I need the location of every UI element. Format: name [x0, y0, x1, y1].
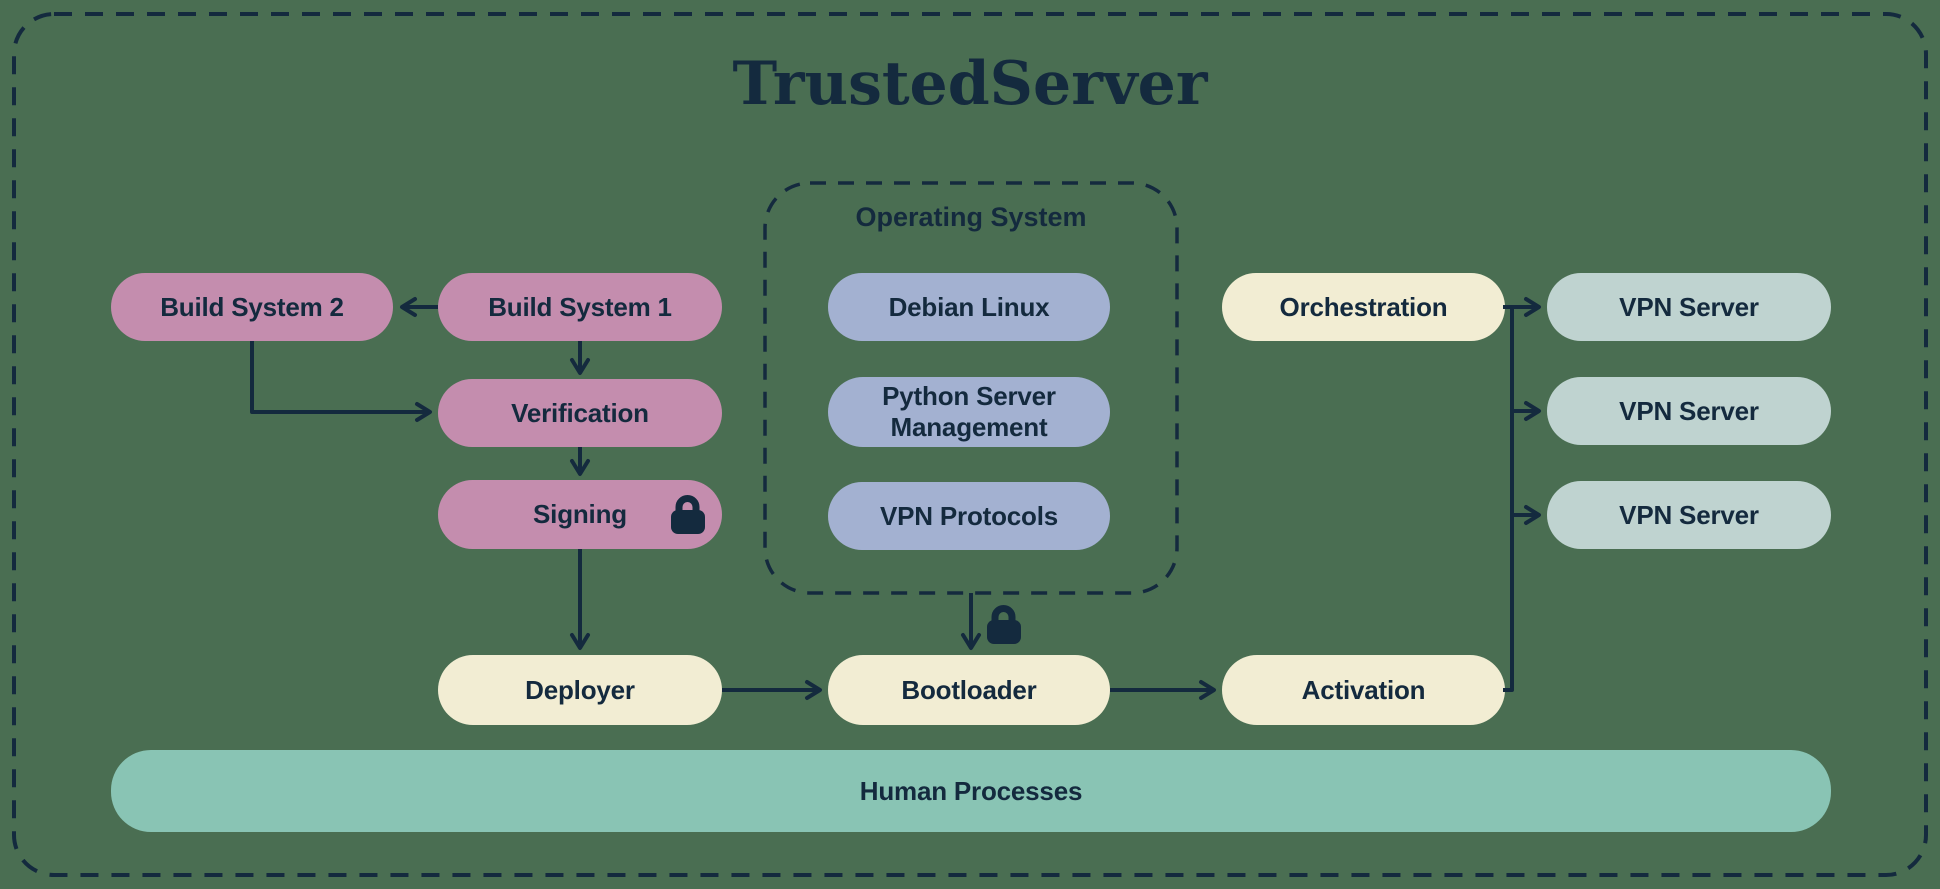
node-label: Bootloader: [901, 674, 1037, 705]
node-vpn-server-3: VPN Server: [1547, 481, 1831, 549]
node-label: VPN Server: [1619, 291, 1759, 322]
node-label: Orchestration: [1279, 291, 1448, 322]
edge-build-system-2-to-verification: [250, 341, 432, 422]
node-vpn-server-1: VPN Server: [1547, 273, 1831, 341]
operating-system-group-label: Operating System: [855, 202, 1087, 232]
node-verification: Verification: [438, 379, 722, 447]
node-label: Activation: [1301, 674, 1426, 705]
node-label: Deployer: [525, 674, 635, 705]
node-label: VPN Server: [1619, 499, 1759, 530]
node-label: Build System 1: [488, 291, 672, 322]
node-build-system-1: Build System 1: [438, 273, 722, 341]
node-label: Signing: [533, 499, 627, 530]
lock-icon: [987, 605, 1021, 644]
node-label: VPN Server: [1619, 395, 1759, 426]
node-python-server-management: Python Server Management: [828, 377, 1110, 447]
node-label: Debian Linux: [888, 291, 1050, 322]
node-vpn-server-2: VPN Server: [1547, 377, 1831, 445]
node-human-processes: Human Processes: [111, 750, 1831, 832]
node-label: Python Server Management: [882, 381, 1056, 442]
node-label: Verification: [511, 397, 649, 428]
node-orchestration: Orchestration: [1222, 273, 1505, 341]
diagram-title: TrustedServer: [732, 49, 1208, 119]
node-build-system-2: Build System 2: [111, 273, 393, 341]
node-debian-linux: Debian Linux: [828, 273, 1110, 341]
node-vpn-protocols: VPN Protocols: [828, 482, 1110, 550]
node-activation: Activation: [1222, 655, 1505, 725]
node-label: Build System 2: [160, 291, 344, 322]
edge-bus-activation-to-vpn-servers: [1503, 307, 1514, 692]
node-deployer: Deployer: [438, 655, 722, 725]
node-label: Human Processes: [859, 775, 1083, 806]
node-bootloader: Bootloader: [828, 655, 1110, 725]
node-label: VPN Protocols: [880, 500, 1058, 531]
node-signing: Signing: [438, 480, 722, 549]
